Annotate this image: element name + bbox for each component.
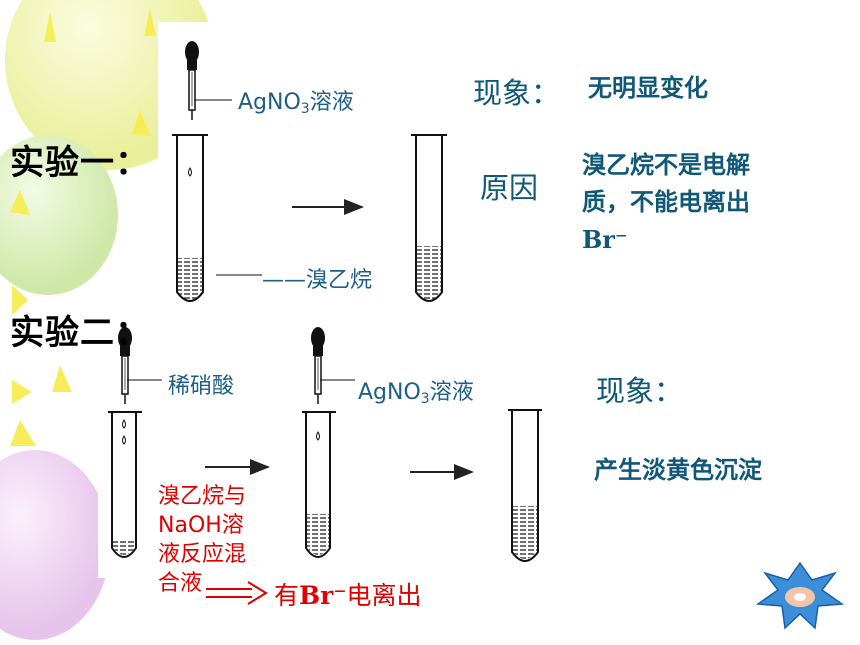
reagent-formula: AgNO: [238, 90, 301, 115]
experiment2-title: 实验二：: [10, 313, 150, 353]
reagent-subscript: 3: [420, 391, 430, 407]
experiment2-mixture-label: 溴乙烷与 NaOH溶 液反应混 合液: [158, 482, 246, 598]
experiment2-conclusion: 有Br⁻电离出: [274, 576, 422, 612]
reagent-subscript: 3: [300, 101, 310, 117]
dropper-icon: [311, 327, 355, 404]
experiment2-acid-label: 稀硝酸: [168, 374, 235, 399]
mixture-line: 液反应混: [158, 542, 247, 567]
experiment2-phenomenon-label: 现象：: [596, 374, 684, 408]
experiment1-phenomenon-label: 现象：: [473, 76, 561, 110]
experiment1-sample-label: ——溴乙烷: [262, 268, 373, 293]
reagent-suffix: 溶液: [309, 90, 354, 115]
reason-line: 质，不能电离出: [582, 188, 750, 216]
mixture-line: 溴乙烷与: [158, 484, 247, 509]
experiment1-reason-label: 原因: [480, 171, 539, 205]
test-tube-icon: [108, 411, 142, 558]
mixture-line: 合液: [158, 571, 203, 596]
star-nav-icon[interactable]: [755, 561, 845, 630]
conclusion-arrow-icon: [206, 581, 268, 605]
experiment2-phenomenon-value: 产生淡黄色沉淀: [594, 456, 762, 484]
test-tube-icon: [172, 134, 262, 302]
reagent-formula: AgNO: [358, 380, 421, 405]
mixture-line: NaOH溶: [158, 513, 244, 538]
reagent-suffix: 溶液: [429, 380, 474, 405]
conclusion-suffix: 电离出: [346, 581, 422, 610]
experiment1-title: 实验一：: [10, 143, 150, 183]
experiment2-figure-panel: [98, 308, 568, 578]
dropper-icon: [118, 327, 162, 404]
experiment1-reagent-label: AgNO3溶液: [238, 84, 354, 117]
test-tube-icon: [411, 134, 447, 302]
conclusion-ion: Br⁻: [299, 581, 347, 610]
conclusion-prefix: 有: [274, 581, 300, 610]
reason-line: Br⁻: [582, 225, 628, 254]
experiment2-reagent-label: AgNO3溶液: [358, 374, 474, 407]
experiment1-phenomenon-value: 无明显变化: [588, 74, 708, 102]
test-tube-icon: [302, 411, 336, 558]
test-tube-icon: [508, 409, 542, 562]
experiment1-reason-text: 溴乙烷不是电解 质，不能电离出 Br⁻: [582, 147, 750, 258]
reason-line: 溴乙烷不是电解: [582, 151, 750, 179]
dropper-icon: [185, 41, 232, 120]
